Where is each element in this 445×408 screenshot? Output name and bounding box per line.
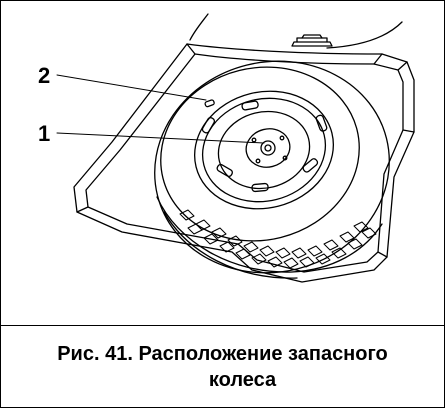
caption-divider (1, 325, 444, 326)
callout-leaders (56, 74, 265, 144)
spare-tire (154, 60, 390, 279)
latch-bracket (291, 34, 333, 47)
wheel-hub (245, 128, 291, 168)
tire-tread (179, 209, 377, 269)
tire-valve (204, 99, 215, 108)
figure-caption: Рис. 41. Расположение запасного колеса (1, 341, 444, 393)
trunk-floor-edge (189, 13, 403, 49)
spare-wheel-illustration: 1 2 (38, 13, 415, 283)
callout-number-1: 1 (38, 121, 50, 146)
caption-line-1: Рис. 41. Расположение запасного (57, 343, 388, 365)
caption-line-2: колеса (208, 369, 277, 391)
wheel-rim (193, 90, 335, 210)
callout-number-2: 2 (38, 63, 50, 88)
